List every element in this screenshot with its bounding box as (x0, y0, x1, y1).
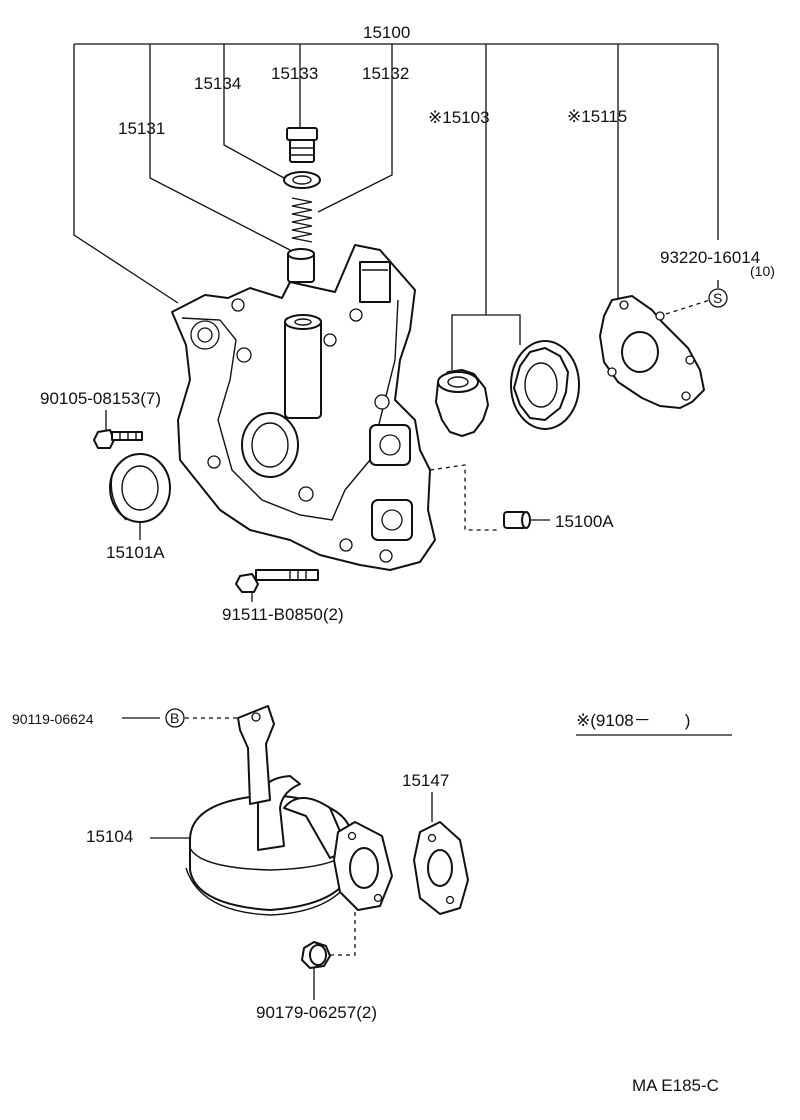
part-label-15147: 15147 (402, 771, 449, 790)
symbol-s-letter: S (713, 290, 722, 306)
pin-15100A (503, 511, 550, 529)
drive-rotor-15103 (435, 369, 489, 437)
part-label-15132: 15132 (362, 64, 409, 83)
part-label-15104: 15104 (86, 827, 133, 846)
relief-valve-gasket (283, 171, 321, 189)
part-label-90119: 90119-06624 (12, 711, 94, 727)
part-label-15100: 15100 (363, 23, 410, 42)
bolt-91511 (235, 569, 319, 602)
strainer-gasket-15147 (413, 792, 469, 915)
relief-valve-piston (287, 248, 315, 283)
leader-screw-s (665, 299, 711, 315)
oil-pump-body (171, 244, 436, 571)
symbol-b-circle (165, 708, 185, 728)
pump-cover-15115 (599, 295, 705, 409)
symbol-s-circle (708, 288, 728, 308)
oil-strainer-15104 (150, 705, 393, 916)
part-label-15103: ※15103 (428, 108, 490, 127)
part-label-15101A: 15101A (106, 543, 165, 562)
part-label-15115: ※15115 (567, 107, 627, 126)
leader-lines-15100 (73, 43, 719, 370)
part-label-91511: 91511-B0850(2) (222, 605, 344, 624)
part-label-90179: 90179-06257(2) (256, 1003, 377, 1022)
bolt-90105 (93, 410, 143, 449)
part-label-15131: 15131 (118, 119, 165, 138)
date-range-note: ※(9108－ ) (576, 711, 690, 730)
nut-90179 (301, 912, 356, 1000)
leader-15100A-dashed (429, 464, 500, 531)
relief-valve-plug (286, 127, 318, 163)
relief-valve-spring (291, 197, 313, 243)
part-label-90105: 90105-08153(7) (40, 389, 161, 408)
part-label-15134: 15134 (194, 74, 241, 93)
part-label-15133: 15133 (271, 64, 318, 83)
part-label-93220: 93220-16014 (660, 248, 760, 267)
symbol-b-letter: B (170, 710, 179, 726)
oil-seal-15101A (109, 453, 171, 540)
driven-rotor-15103 (510, 340, 580, 430)
part-qty-93220: (10) (750, 263, 775, 279)
part-label-15100A: 15100A (555, 512, 614, 531)
figure-code: MA E185-C (632, 1076, 719, 1095)
